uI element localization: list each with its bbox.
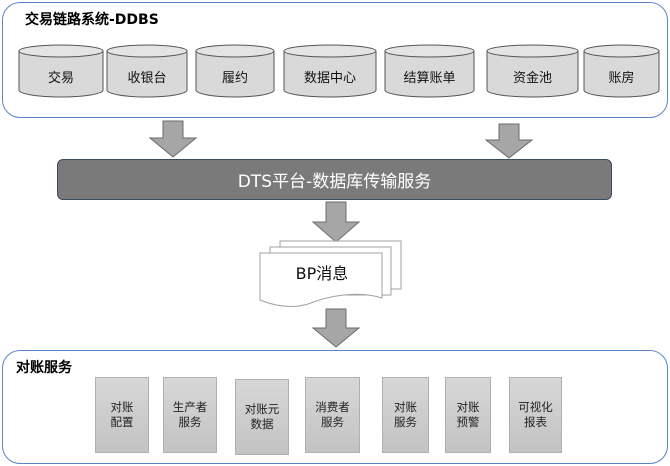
arrow-down-icon xyxy=(311,201,361,243)
document-stack-icon xyxy=(259,240,402,307)
service-box: 可视化 报表 xyxy=(509,377,562,453)
service-box: 对账 配置 xyxy=(95,377,149,453)
bp-message-label: BP消息 xyxy=(295,264,349,283)
arrow-down-icon xyxy=(484,123,534,159)
database-label: 数据中心 xyxy=(303,71,356,86)
database-label: 资金池 xyxy=(512,71,552,86)
service-box: 生产者 服务 xyxy=(163,377,217,453)
database-icon xyxy=(384,44,475,98)
database-label: 交易 xyxy=(47,71,74,86)
dts-platform-bar: DTS平台-数据库传输服务 xyxy=(57,159,612,200)
database-icon xyxy=(106,44,188,98)
database-icon xyxy=(283,44,377,98)
arrow-down-icon xyxy=(311,308,361,348)
transaction-systems-title: 交易链路系统-DDBS xyxy=(25,12,159,28)
database-label: 收银台 xyxy=(127,71,167,86)
reconciliation-services-title: 对账服务 xyxy=(16,360,72,376)
database-icon xyxy=(195,44,275,98)
database-cylinder: 账房 xyxy=(583,44,660,98)
database-cylinder: 收银台 xyxy=(106,44,188,98)
database-cylinder: 履约 xyxy=(195,44,275,98)
bp-message-document: BP消息 xyxy=(258,238,408,308)
database-cylinder: 数据中心 xyxy=(283,44,377,98)
service-box: 对账 服务 xyxy=(382,377,429,453)
database-cylinder: 资金池 xyxy=(486,44,579,98)
service-box: 对账元 数据 xyxy=(235,379,289,455)
database-icon xyxy=(18,44,104,98)
database-icon xyxy=(486,44,579,98)
service-box: 对账 预警 xyxy=(445,377,491,453)
database-label: 履约 xyxy=(221,71,248,86)
database-label: 账房 xyxy=(608,71,635,86)
arrow-down-icon xyxy=(148,120,198,158)
database-label: 结算账单 xyxy=(403,71,456,86)
service-box: 消费者 服务 xyxy=(305,377,360,453)
database-cylinder: 交易 xyxy=(18,44,104,98)
database-icon xyxy=(583,44,660,98)
database-cylinder: 结算账单 xyxy=(384,44,475,98)
